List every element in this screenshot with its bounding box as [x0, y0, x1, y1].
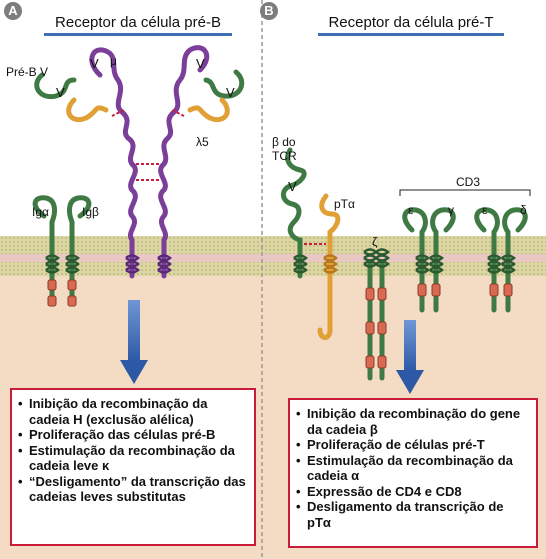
cd3-chains — [402, 207, 528, 313]
panel-b-outcome-item: Inibição da recombinação do gene da cade… — [296, 406, 530, 437]
pre-tcr-coils — [293, 254, 338, 274]
panel-b-outcome-item: Estimulação da recombinação da cadeia α — [296, 453, 530, 484]
pTalpha-label: pTα — [334, 197, 355, 211]
surrogate-light-chain-right — [187, 69, 245, 122]
itam-motifs-a — [47, 279, 77, 307]
beta-tcr-label-line2: TCR — [272, 149, 297, 163]
v-right-light-label: V — [226, 85, 235, 100]
itam-motifs-cd3 — [417, 283, 513, 297]
v-right-heavy-label: V — [196, 56, 205, 71]
panel-b-outcome-item: Proliferação de células pré-T — [296, 437, 530, 453]
epsilon-label-2: ε — [482, 203, 488, 217]
cd3-coils — [415, 254, 516, 274]
panel-b-title: Receptor da célula pré-T — [328, 14, 494, 31]
ig-alpha-chain — [32, 195, 57, 303]
mu-label: μ — [110, 54, 117, 68]
epsilon-label-1: ε — [408, 203, 414, 217]
mu-heavy-chain-right — [158, 45, 210, 279]
v-beta-label: V — [288, 179, 297, 194]
panel-a-title-underline — [44, 33, 232, 36]
ig-beta-chain — [67, 195, 92, 303]
pTalpha-chain — [317, 193, 341, 340]
panel-a-letter: A — [4, 2, 22, 20]
panel-a-outcome-item: “Desligamento” da transcrição das cadeia… — [18, 474, 248, 505]
panel-b-outcomes-box: Inibição da recombinação do gene da cade… — [288, 398, 538, 548]
v-left-light-label: V — [56, 85, 65, 100]
v-left-heavy-label: V — [90, 56, 99, 71]
surrogate-light-chain-left — [34, 72, 109, 122]
ig-alpha-label: Igα — [32, 205, 49, 219]
delta-label: δ — [520, 203, 527, 217]
signal-arrow-a — [120, 300, 148, 384]
zeta-coils — [363, 248, 390, 268]
cd3-label: CD3 — [456, 175, 481, 189]
panel-a-title: Receptor da célula pré-B — [55, 14, 221, 31]
panel-a-outcomes-list: Inibição da recombinação da cadeia H (ex… — [18, 396, 248, 505]
cd3-bracket — [399, 189, 531, 196]
panel-b-title-underline — [318, 33, 504, 36]
panel-a-outcome-item: Proliferação das células pré-B — [18, 427, 248, 443]
gamma-label: γ — [448, 203, 454, 217]
itam-motifs-zeta — [365, 287, 387, 369]
panel-b-letter: B — [260, 2, 278, 20]
ig-coils — [45, 254, 80, 274]
panel-b-outcome-item: Expressão de CD4 e CD8 — [296, 484, 530, 500]
disulfide-bonds — [111, 109, 185, 181]
signal-arrow-b — [396, 320, 424, 394]
tcr-beta-chain — [281, 147, 307, 279]
pre-b-v-label: Pré-B V — [6, 65, 49, 79]
mu-heavy-chain-left — [89, 47, 138, 279]
panel-b-outcome-item: Desligamento da transcrição de pTα — [296, 499, 530, 530]
ig-beta-label: Igβ — [82, 205, 99, 219]
panel-a-outcome-item: Inibição da recombinação da cadeia H (ex… — [18, 396, 248, 427]
beta-tcr-label-line1: β do — [272, 135, 296, 149]
panel-a-outcome-item: Estimulação da recombinação da cadeia le… — [18, 443, 248, 474]
panel-a-outcomes-box: Inibição da recombinação da cadeia H (ex… — [10, 388, 256, 546]
cell-membrane — [0, 236, 546, 276]
lambda5-label: λ5 — [196, 135, 209, 149]
panel-b-outcomes-list: Inibição da recombinação do gene da cade… — [296, 406, 530, 530]
zeta-label: ζ — [372, 235, 378, 249]
mu-transmembrane-coils — [125, 254, 172, 274]
